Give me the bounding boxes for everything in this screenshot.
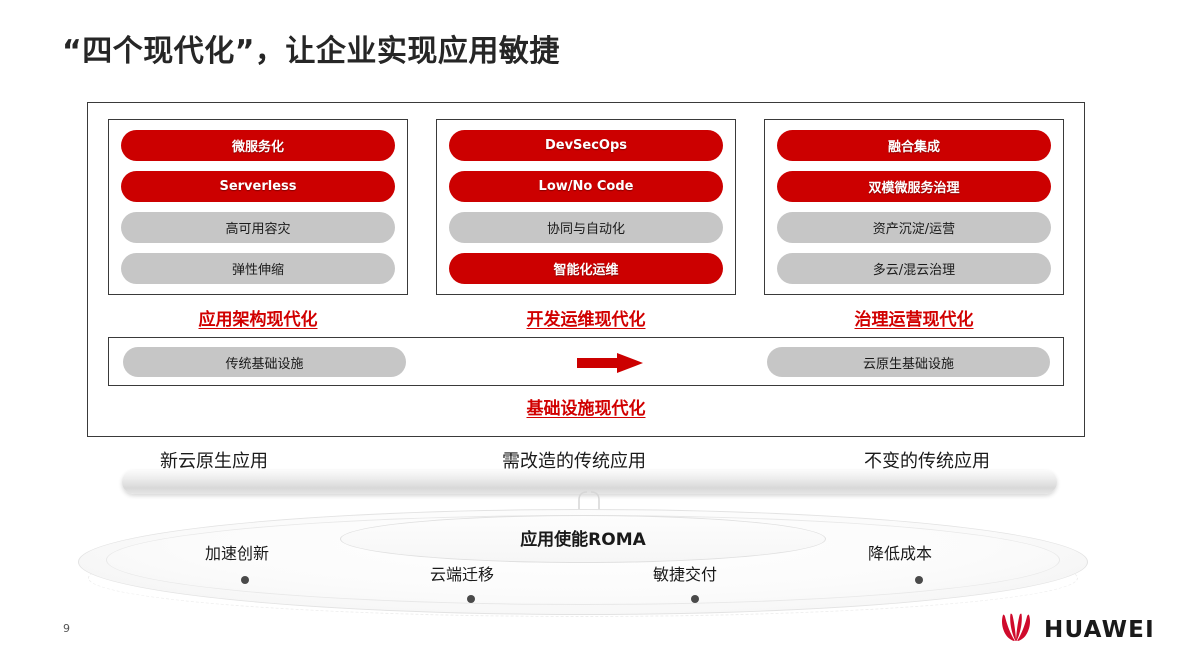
application-layer-slab: [122, 470, 1057, 494]
pillar-caption-governance: 治理运营现代化: [854, 310, 974, 330]
infrastructure-legacy-pill[interactable]: 传统基础设施: [123, 347, 406, 377]
infrastructure-row: 传统基础设施 云原生基础设施: [108, 337, 1064, 386]
pill-item[interactable]: 高可用容灾: [121, 212, 395, 243]
application-types: 新云原生应用 需改造的传统应用 不变的传统应用: [120, 447, 1060, 473]
page-number: 9: [63, 622, 70, 635]
huawei-wordmark: HUAWEI: [1044, 617, 1155, 643]
roma-platform: 应用使能ROMA 加速创新 云端迁移 敏捷交付 降低成本: [78, 495, 1088, 620]
benefit-label: 降低成本: [868, 544, 933, 563]
modernization-framework: 微服务化 Serverless 高可用容灾 弹性伸缩 DevSecOps Low…: [87, 102, 1085, 437]
benefit-label: 敏捷交付: [653, 565, 718, 584]
benefit-label: 云端迁移: [430, 565, 495, 584]
pill-item[interactable]: 资产沉淀/运营: [777, 212, 1051, 243]
benefit-dot-icon: [467, 595, 475, 603]
huawei-flower-logo-icon: [997, 613, 1035, 647]
pill-item[interactable]: 智能化运维: [449, 253, 723, 284]
application-type-label: 新云原生应用: [160, 451, 268, 472]
pillar-devops: DevSecOps Low/No Code 协同与自动化 智能化运维: [436, 119, 736, 295]
pillar-caption-application-architecture: 应用架构现代化: [198, 310, 318, 330]
pill-item[interactable]: DevSecOps: [449, 130, 723, 161]
application-type-label: 需改造的传统应用: [502, 451, 646, 472]
benefit-label: 加速创新: [205, 544, 270, 563]
benefit-dot-icon: [691, 595, 699, 603]
pill-item[interactable]: 融合集成: [777, 130, 1051, 161]
infrastructure-caption: 基础设施现代化: [526, 399, 646, 419]
pill-item[interactable]: Serverless: [121, 171, 395, 202]
pill-item[interactable]: 弹性伸缩: [121, 253, 395, 284]
benefit-dot-icon: [915, 576, 923, 584]
right-arrow-icon: [577, 353, 643, 373]
platform-inner-ellipse: [340, 515, 826, 563]
platform-label: 应用使能ROMA: [520, 530, 646, 550]
pill-item[interactable]: 多云/混云治理: [777, 253, 1051, 284]
page-title: “四个现代化”，让企业实现应用敏捷: [62, 34, 560, 69]
pill-item[interactable]: Low/No Code: [449, 171, 723, 202]
pillar-governance: 融合集成 双模微服务治理 资产沉淀/运营 多云/混云治理: [764, 119, 1064, 295]
huawei-logo: HUAWEI: [997, 613, 1155, 647]
benefit-dot-icon: [241, 576, 249, 584]
pillar-application-architecture: 微服务化 Serverless 高可用容灾 弹性伸缩: [108, 119, 408, 295]
connector-icon: [578, 490, 600, 526]
pill-item[interactable]: 协同与自动化: [449, 212, 723, 243]
pill-item[interactable]: 双模微服务治理: [777, 171, 1051, 202]
application-type-label: 不变的传统应用: [864, 451, 990, 472]
infrastructure-cloudnative-pill[interactable]: 云原生基础设施: [767, 347, 1050, 377]
pill-item[interactable]: 微服务化: [121, 130, 395, 161]
pillar-caption-devops: 开发运维现代化: [526, 310, 646, 330]
